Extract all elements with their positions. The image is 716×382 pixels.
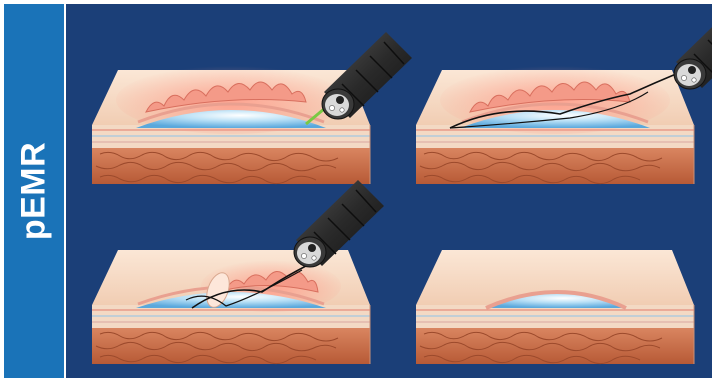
endoscope-icon (674, 4, 712, 89)
side-title: pEMR (15, 142, 54, 240)
step-post-resection (416, 250, 694, 364)
step-resection (92, 180, 384, 364)
diagram-canvas (66, 4, 712, 378)
step-snare-placement (416, 4, 712, 184)
step-injection (92, 32, 412, 184)
diagram-panel (66, 4, 712, 378)
